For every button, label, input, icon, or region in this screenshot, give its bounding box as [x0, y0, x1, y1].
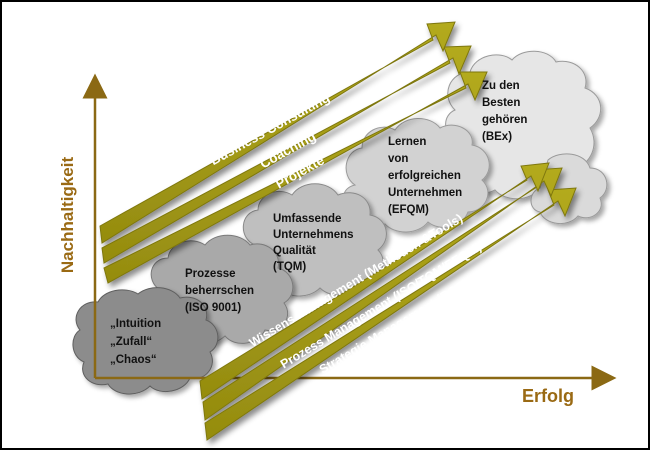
- stage-tqm-label: Umfassende Unternehmens Qualität (TQM): [273, 213, 357, 273]
- arrow-wissens-management: [199, 162, 550, 400]
- stage-efqm-label: Lernen von erfolgreichen Unternehmen (EF…: [388, 136, 465, 216]
- stage-efqm-line: erfolgreichen: [388, 170, 461, 182]
- stage-iso-label: Prozesse beherrschen (ISO 9001): [185, 268, 257, 314]
- arrow-coaching: [101, 45, 472, 264]
- arrow-projekte: [103, 71, 488, 284]
- y-axis-label: Nachhaltigkeit: [58, 157, 77, 274]
- stage-efqm-line: Unternehmen: [388, 187, 462, 199]
- stage-bex-label: Zu den Besten gehören (BEx): [482, 80, 531, 143]
- stage-tqm-line: Umfassende: [273, 213, 341, 225]
- stage-iso-line: Prozesse: [185, 268, 236, 280]
- stage-bex-line: Zu den: [482, 80, 520, 92]
- arrow-business-consulting: [99, 21, 456, 244]
- stage-chaos-line: „Zufall“: [110, 336, 152, 348]
- stage-bex-line: gehören: [482, 114, 527, 126]
- stage-tqm-line: (TQM): [273, 261, 306, 273]
- upper-arrow-band: [99, 21, 488, 284]
- stage-iso-line: beherrschen: [185, 285, 254, 297]
- stage-tqm-line: Qualität: [273, 245, 316, 257]
- stage-tqm-line: Unternehmens: [273, 229, 354, 241]
- lower-arrow-band: [199, 162, 577, 441]
- x-axis-label: Erfolg: [522, 386, 574, 406]
- stage-bex-line: Besten: [482, 97, 520, 109]
- stage-chaos-line: „Chaos“: [110, 354, 157, 366]
- stage-efqm-line: Lernen: [388, 136, 426, 148]
- stage-bex-line: (BEx): [482, 131, 512, 143]
- stage-iso-line: (ISO 9001): [185, 302, 241, 314]
- stage-efqm-line: (EFQM): [388, 204, 429, 216]
- stage-chaos-line: „Intuition: [110, 318, 161, 330]
- stage-chaos-label: „Intuition „Zufall“ „Chaos“: [110, 318, 164, 366]
- stage-efqm-line: von: [388, 153, 408, 165]
- cloud-chaos: [72, 287, 219, 395]
- arrow-strategie-management: [204, 187, 577, 441]
- axes: [82, 73, 617, 391]
